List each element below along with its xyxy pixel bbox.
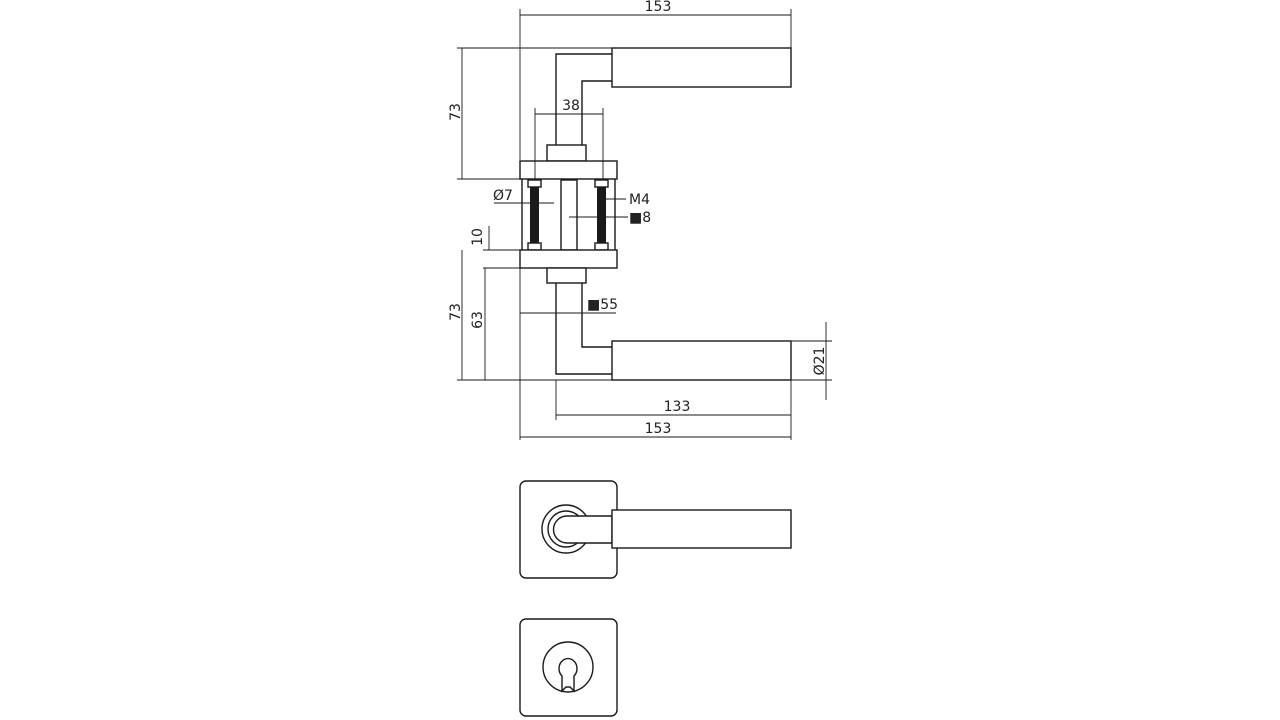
- dimension-lines: [457, 9, 832, 440]
- escutcheon-plate: [519, 618, 618, 717]
- dim-lever-height: 63: [470, 311, 486, 329]
- dim-lever-diameter: Ø21: [812, 347, 828, 376]
- dim-lever-length: 133: [664, 399, 691, 415]
- door-section: [521, 179, 616, 251]
- dim-rose-square: ■55: [587, 297, 618, 313]
- dim-overall-width-top: 153: [645, 0, 672, 15]
- escutcheon-ring: [542, 641, 594, 693]
- lower-rose: [519, 249, 618, 284]
- front-view-lever: [519, 480, 792, 579]
- keyhole-icon: [558, 657, 578, 693]
- dim-height-top: 73: [448, 103, 464, 121]
- dim-spindle-spacing: 38: [562, 98, 580, 114]
- upper-lever: [555, 47, 792, 145]
- lower-lever: [555, 283, 792, 381]
- dim-spindle-square: ■8: [629, 210, 651, 226]
- dim-screw-diameter: Ø7: [493, 188, 513, 204]
- side-view: 153 73 38 Ø7 M4 ■8 10 73 63 ■55 Ø21 133 …: [448, 0, 832, 440]
- front-view-escutcheon: [519, 618, 618, 717]
- dim-rose-thickness: 10: [470, 228, 486, 246]
- dim-overall-width-bottom: 153: [645, 421, 672, 437]
- dim-screw-thread: M4: [629, 192, 650, 208]
- upper-rose: [519, 144, 618, 180]
- dimension-labels: 153 73 38 Ø7 M4 ■8 10 73 63 ■55 Ø21 133 …: [448, 0, 828, 437]
- lever-grip: [611, 509, 792, 549]
- dim-height-bottom: 73: [448, 303, 464, 321]
